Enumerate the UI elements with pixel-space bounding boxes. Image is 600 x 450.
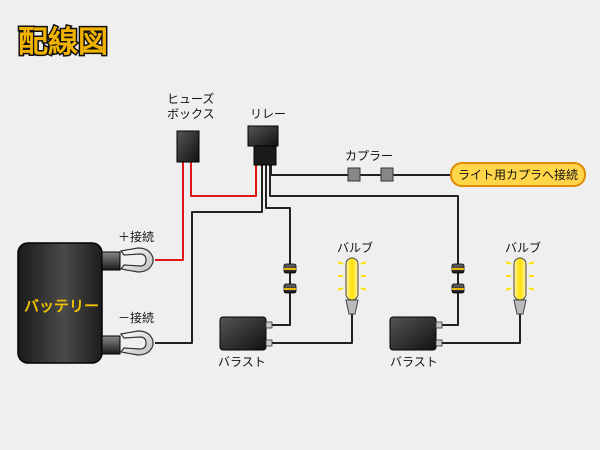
right-ballast [389, 316, 437, 351]
plus-connect-label: ＋接続 [118, 229, 154, 244]
callout-text: ライト用カプラへ接続 [458, 167, 578, 182]
right-ballast-terminal-bottom [435, 339, 443, 347]
left-ballast-label: バラスト [218, 355, 266, 369]
right-bulb-label: バルブ [505, 240, 541, 255]
relay-top [247, 125, 279, 147]
minus-clamp [119, 330, 154, 356]
coupler-left [347, 167, 361, 182]
wires [155, 162, 521, 344]
black-wire-relay-left-ballast [265, 165, 291, 326]
right-bulb [505, 257, 535, 315]
black-wire-left-ballast-bulb [272, 314, 353, 344]
left-bulb-label: バルブ [337, 240, 373, 255]
black-wire-relay-coupler [270, 165, 352, 176]
right-ballast-label: バラスト [390, 355, 438, 369]
black-wire-right-ballast-bulb [442, 314, 521, 344]
left-ballast-terminal-top [265, 321, 273, 329]
left-bulb [337, 257, 367, 315]
red-wire-fuse-plus [155, 162, 184, 261]
battery-plus-terminal [101, 251, 121, 271]
coupler-right [380, 167, 394, 182]
red-wire-fuse-relay [190, 162, 257, 197]
left-inline-fuse [283, 263, 297, 294]
diagram-title: 配線図 [18, 25, 108, 60]
minus-connect-label: －接続 [118, 310, 154, 325]
callout-badge [450, 162, 586, 187]
relay-body [253, 145, 277, 166]
right-inline-fuse [451, 263, 465, 294]
battery-label: バッテリー [24, 297, 99, 315]
black-wire-relay-right-ballast [269, 165, 459, 326]
left-ballast-terminal-bottom [265, 339, 273, 347]
battery-minus-terminal [101, 335, 121, 355]
right-ballast-terminal-top [435, 321, 443, 329]
black-wire-minus-relay [155, 165, 263, 344]
battery [17, 242, 103, 364]
plus-clamp [119, 247, 154, 273]
left-ballast [219, 316, 267, 351]
relay-label: リレー [250, 107, 286, 121]
coupler-label: カプラー [345, 149, 393, 163]
fuse-box-label-line1: ヒューズ [167, 91, 214, 106]
fuse-box [176, 130, 200, 163]
fuse-box-label-line2: ボックス [167, 107, 215, 121]
